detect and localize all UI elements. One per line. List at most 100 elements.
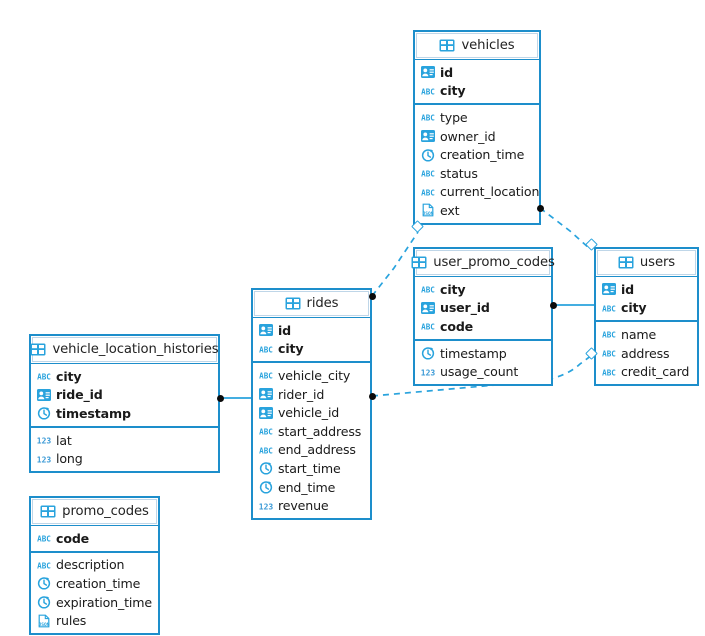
svg-text:ABC: ABC [602, 368, 616, 377]
id-card-icon [421, 65, 435, 79]
table-title: vehicles [461, 38, 515, 53]
field-name: code [440, 318, 474, 334]
field-row[interactable]: ABC name [596, 325, 697, 344]
field-name: timestamp [440, 345, 507, 361]
edge-endpoint-dot [549, 301, 557, 309]
field-name: start_address [278, 423, 362, 439]
field-row[interactable]: ABC code [31, 529, 158, 548]
field-row[interactable]: 123 usage_count [415, 362, 551, 381]
table-node-rides[interactable]: rides id ABC city ABC vehicle_city rider… [251, 288, 372, 520]
field-row[interactable]: 123 lat [31, 431, 218, 450]
field-row[interactable]: ride_id [31, 386, 218, 405]
field-name: address [621, 345, 670, 361]
field-name: city [278, 341, 304, 357]
field-row[interactable]: ABC description [31, 556, 158, 575]
json-icon: JSON [37, 614, 51, 628]
field-name: rider_id [278, 386, 325, 402]
svg-text:ABC: ABC [421, 114, 435, 123]
field-row[interactable]: expiration_time [31, 593, 158, 612]
primary-key-section: ABC code [31, 525, 158, 551]
field-row[interactable]: ABC start_address [253, 422, 370, 441]
field-name: owner_id [440, 128, 496, 144]
field-row[interactable]: creation_time [31, 574, 158, 593]
svg-text:JSON: JSON [38, 622, 49, 628]
field-row[interactable]: JSON ext [415, 201, 539, 220]
field-row[interactable]: ABC status [415, 164, 539, 183]
table-header: rides [254, 291, 369, 316]
clock-icon [37, 576, 51, 591]
field-row[interactable]: timestamp [31, 404, 218, 423]
field-row[interactable]: ABC code [415, 317, 551, 336]
field-name: city [440, 281, 466, 297]
table-node-vehicles[interactable]: vehicles id ABC city ABC type owner_id [413, 30, 541, 225]
field-row[interactable]: ABC current_location [415, 183, 539, 202]
field-name: description [56, 557, 125, 573]
field-row[interactable]: ABC city [31, 367, 218, 386]
field-row[interactable]: ABC vehicle_city [253, 366, 370, 385]
field-row[interactable]: ABC address [596, 344, 697, 363]
field-row[interactable]: owner_id [415, 127, 539, 146]
field-row[interactable]: 123 revenue [253, 496, 370, 515]
field-row[interactable]: id [415, 63, 539, 82]
field-name: ride_id [56, 387, 103, 403]
field-row[interactable]: JSON rules [31, 611, 158, 630]
field-row[interactable]: id [596, 280, 697, 299]
table-icon [411, 256, 427, 269]
field-name: creation_time [440, 147, 525, 163]
field-row[interactable]: creation_time [415, 145, 539, 164]
table-node-users[interactable]: users id ABC city ABC name ABC address A… [594, 247, 699, 386]
svg-text:ABC: ABC [259, 372, 273, 381]
field-row[interactable]: ABC end_address [253, 441, 370, 460]
column-section: 123 lat 123 long [31, 425, 218, 471]
column-section: ABC vehicle_city rider_id vehicle_id ABC… [253, 361, 370, 518]
svg-text:ABC: ABC [259, 446, 273, 455]
field-row[interactable]: ABC city [253, 340, 370, 359]
field-name: revenue [278, 498, 329, 514]
field-row[interactable]: timestamp [415, 344, 551, 363]
field-row[interactable]: vehicle_id [253, 403, 370, 422]
field-row[interactable]: ABC city [415, 82, 539, 101]
field-row[interactable]: ABC city [415, 280, 551, 299]
abc-icon: ABC [602, 301, 616, 315]
edge-endpoint-dot [368, 292, 376, 300]
svg-text:JSON: JSON [422, 211, 433, 217]
id-card-icon [37, 388, 51, 402]
abc-icon: ABC [259, 342, 273, 356]
123-icon: 123 [421, 365, 435, 379]
field-row[interactable]: ABC type [415, 108, 539, 127]
svg-text:ABC: ABC [37, 373, 51, 382]
field-row[interactable]: end_time [253, 478, 370, 497]
abc-icon: ABC [421, 166, 435, 180]
field-name: ext [440, 202, 460, 218]
clock-icon [421, 148, 435, 162]
id-card-icon [259, 406, 273, 420]
svg-text:123: 123 [421, 368, 435, 377]
field-row[interactable]: id [253, 321, 370, 340]
id-card-icon [259, 387, 273, 401]
clock-icon [421, 346, 435, 360]
123-icon: 123 [259, 499, 273, 513]
abc-icon: ABC [421, 282, 435, 296]
abc-icon: ABC [602, 327, 616, 341]
field-name: vehicle_id [278, 405, 340, 421]
field-name: type [440, 109, 468, 125]
abc-icon: ABC [421, 84, 435, 98]
field-row[interactable]: ABC city [596, 299, 697, 318]
table-icon [439, 39, 455, 52]
clock-icon [259, 480, 273, 494]
field-row[interactable]: 123 long [31, 449, 218, 468]
column-section: timestamp 123 usage_count [415, 338, 551, 384]
table-node-promo-codes[interactable]: promo_codes ABC code ABC description cre… [29, 496, 160, 635]
field-row[interactable]: rider_id [253, 385, 370, 404]
svg-text:123: 123 [259, 502, 273, 511]
field-row[interactable]: ABC credit_card [596, 362, 697, 381]
svg-text:ABC: ABC [602, 304, 616, 313]
table-title: user_promo_codes [433, 255, 555, 270]
table-node-vehicle-location-histories[interactable]: vehicle_location_histories ABC city ride… [29, 334, 220, 473]
field-row[interactable]: start_time [253, 459, 370, 478]
table-icon [30, 343, 46, 356]
field-name: city [621, 300, 647, 316]
svg-text:ABC: ABC [421, 323, 435, 332]
field-row[interactable]: user_id [415, 299, 551, 318]
table-node-user-promo-codes[interactable]: user_promo_codes ABC city user_id ABC co… [411, 247, 555, 386]
